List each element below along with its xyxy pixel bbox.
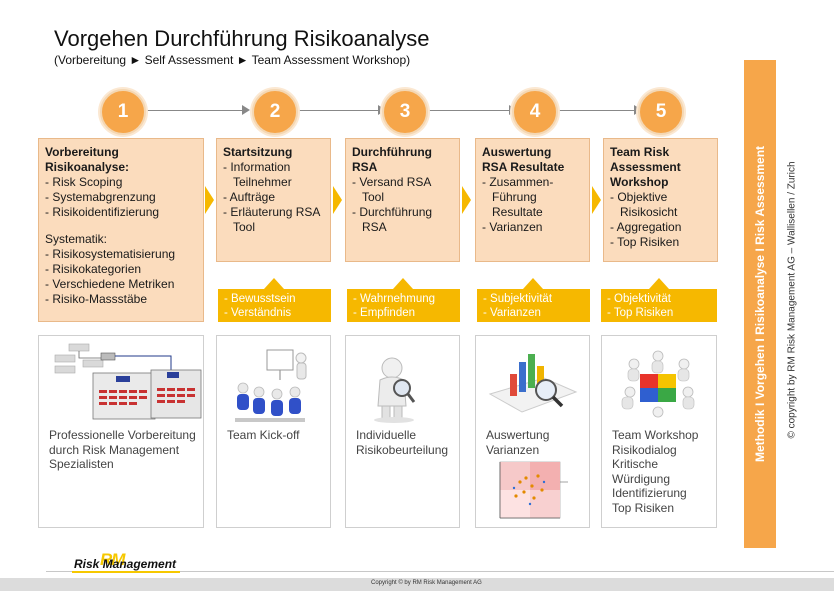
- step-4-heading: RSA Resultate: [482, 160, 565, 174]
- banner-item: - Objektivität: [607, 293, 671, 305]
- chevron-right-icon: [205, 186, 214, 214]
- panel-caption: Würdigung: [612, 471, 671, 486]
- risk-matrix-illustration: [499, 461, 568, 519]
- panel-caption: Varianzen: [486, 442, 540, 457]
- connector-4-5: [556, 110, 636, 111]
- step-1-item: - Risikosystematisierung: [45, 247, 176, 261]
- step-2-panel: Team Kick-off: [216, 335, 331, 528]
- step-5-panel: Team Workshop Risikodialog Kritische Wür…: [601, 335, 717, 528]
- step-2-item: - Aufträge: [223, 190, 276, 204]
- chevron-right-icon: [333, 186, 342, 214]
- org-chart-illustration: [54, 343, 202, 420]
- rm-logo: RM Risk Management: [64, 550, 182, 574]
- step-2-box: Startsitzung - Information Teilnehmer - …: [216, 138, 331, 262]
- footer-copyright: Copyright © by RM Risk Management AG: [371, 580, 482, 586]
- panel-caption: Top Risiken: [612, 500, 675, 515]
- step-5-banner: - Objektivität - Top Risiken: [601, 278, 717, 322]
- chevron-right-icon: [592, 186, 601, 214]
- step-2-number: 2: [252, 89, 298, 135]
- panel-caption: Risikodialog: [612, 442, 677, 457]
- step-3-number: 3: [382, 89, 428, 135]
- step-3-item: - Durchführung RSA: [352, 205, 433, 234]
- panel-caption: Team Kick-off: [227, 428, 300, 442]
- step-3-heading: RSA: [352, 160, 378, 174]
- banner-item: - Bewusstsein: [224, 293, 296, 305]
- step-5-heading: Assessment: [610, 160, 681, 174]
- step-1-number: 1: [100, 89, 146, 135]
- step-2-heading: Startsitzung: [223, 145, 293, 159]
- banner-item: - Top Risiken: [607, 307, 674, 319]
- step-2-item: - Information Teilnehmer: [223, 160, 292, 189]
- panel-caption: Identifizierung: [612, 486, 687, 500]
- step-5-heading: Team Risk: [610, 145, 670, 159]
- step-3-heading: Durchführung: [352, 145, 432, 159]
- panel-caption: Spezialisten: [49, 457, 114, 471]
- page-title: Vorgehen Durchführung Risikoanalyse: [54, 26, 430, 51]
- banner-item: - Empfinden: [353, 307, 416, 319]
- panel-caption: Risikobeurteilung: [356, 442, 449, 457]
- step-4-heading: Auswertung: [482, 145, 552, 159]
- step-4-number: 4: [512, 89, 558, 135]
- puzzle-team-icon: [621, 350, 695, 418]
- step-1-heading: Risikoanalyse:: [45, 160, 130, 174]
- step-5-number: 5: [638, 89, 684, 135]
- step-1-item: - Risiko-Massstäbe: [45, 292, 148, 306]
- banner-item: - Wahrnehmung: [353, 293, 436, 305]
- vertical-copyright: © copyright by RM Risk Management AG – W…: [786, 161, 798, 439]
- step-1-panel: Professionelle Vorbereitung durch Risk M…: [38, 335, 204, 528]
- step-3-panel: Individuelle Risikobeurteilung: [345, 335, 460, 528]
- chevron-right-icon: [462, 186, 471, 214]
- step-5-box: Team Risk Assessment Workshop - Objektiv…: [603, 138, 718, 262]
- magnifier-person-icon: [374, 357, 416, 423]
- logo-mark: RM: [100, 550, 125, 569]
- step-5-item: - Aggregation: [610, 220, 682, 234]
- side-label-bar: Methodik I Vorgehen I Risikoanalyse I Ri…: [744, 60, 776, 548]
- footer-bar: [0, 578, 834, 591]
- panel-caption: Kritische: [612, 457, 659, 471]
- panel-caption: Professionelle Vorbereitung: [49, 428, 196, 442]
- banner-item: - Varianzen: [483, 307, 541, 319]
- step-1-item: - Systemabgrenzung: [45, 190, 156, 204]
- step-5-item: - Top Risiken: [610, 235, 680, 249]
- step-4-panel: Auswertung Varianzen: [475, 335, 590, 528]
- side-label: Methodik I Vorgehen I Risikoanalyse I Ri…: [753, 145, 767, 463]
- panel-caption: Individuelle: [356, 428, 417, 442]
- step-3-item: - Versand RSA Tool: [352, 175, 431, 204]
- step-1-item: - Risk Scoping: [45, 175, 123, 189]
- team-meeting-icon: [235, 349, 307, 422]
- step-3-box: Durchführung RSA - Versand RSA Tool - Du…: [345, 138, 460, 262]
- connector-2-3: [296, 110, 380, 111]
- step-1-box: Vorbereitung Risikoanalyse: - Risk Scopi…: [38, 138, 204, 322]
- panel-caption: Team Workshop: [612, 428, 699, 442]
- banner-item: - Verständnis: [224, 307, 292, 319]
- step-4-item: - Zusammen-Führung Resultate: [482, 175, 554, 219]
- step-2-item: - Erläuterung RSA Tool: [223, 205, 320, 234]
- step-1-item: - Risikoidentifizierung: [45, 205, 160, 219]
- step-4-item: - Varianzen: [482, 220, 543, 234]
- footer-divider: [46, 571, 834, 572]
- banner-item: - Subjektivität: [483, 293, 553, 305]
- panel-caption: durch Risk Management: [49, 442, 180, 457]
- step-4-box: Auswertung RSA Resultate - Zusammen-Führ…: [475, 138, 590, 262]
- step-1-subheading: Systematik:: [45, 232, 108, 246]
- connector-1-2: [144, 110, 244, 111]
- logo-text: Risk Management: [74, 557, 177, 571]
- step-1-item: - Verschiedene Metriken: [45, 277, 175, 291]
- step-1-heading: Vorbereitung: [45, 145, 119, 159]
- step-3-banner: - Wahrnehmung - Empfinden: [347, 278, 460, 322]
- page-subtitle: (Vorbereitung ► Self Assessment ► Team A…: [54, 53, 411, 67]
- step-2-banner: - Bewusstsein - Verständnis: [218, 278, 331, 322]
- step-1-item: - Risikokategorien: [45, 262, 142, 276]
- step-5-heading: Workshop: [610, 175, 669, 189]
- bar-chart-magnifier-icon: [488, 354, 578, 413]
- arrowhead-2-icon: [242, 105, 250, 115]
- connector-3-4: [426, 110, 511, 111]
- step-5-item: - Objektive Risikosicht: [610, 190, 678, 219]
- step-4-banner: - Subjektivität - Varianzen: [477, 278, 590, 322]
- panel-caption: Auswertung: [486, 428, 550, 442]
